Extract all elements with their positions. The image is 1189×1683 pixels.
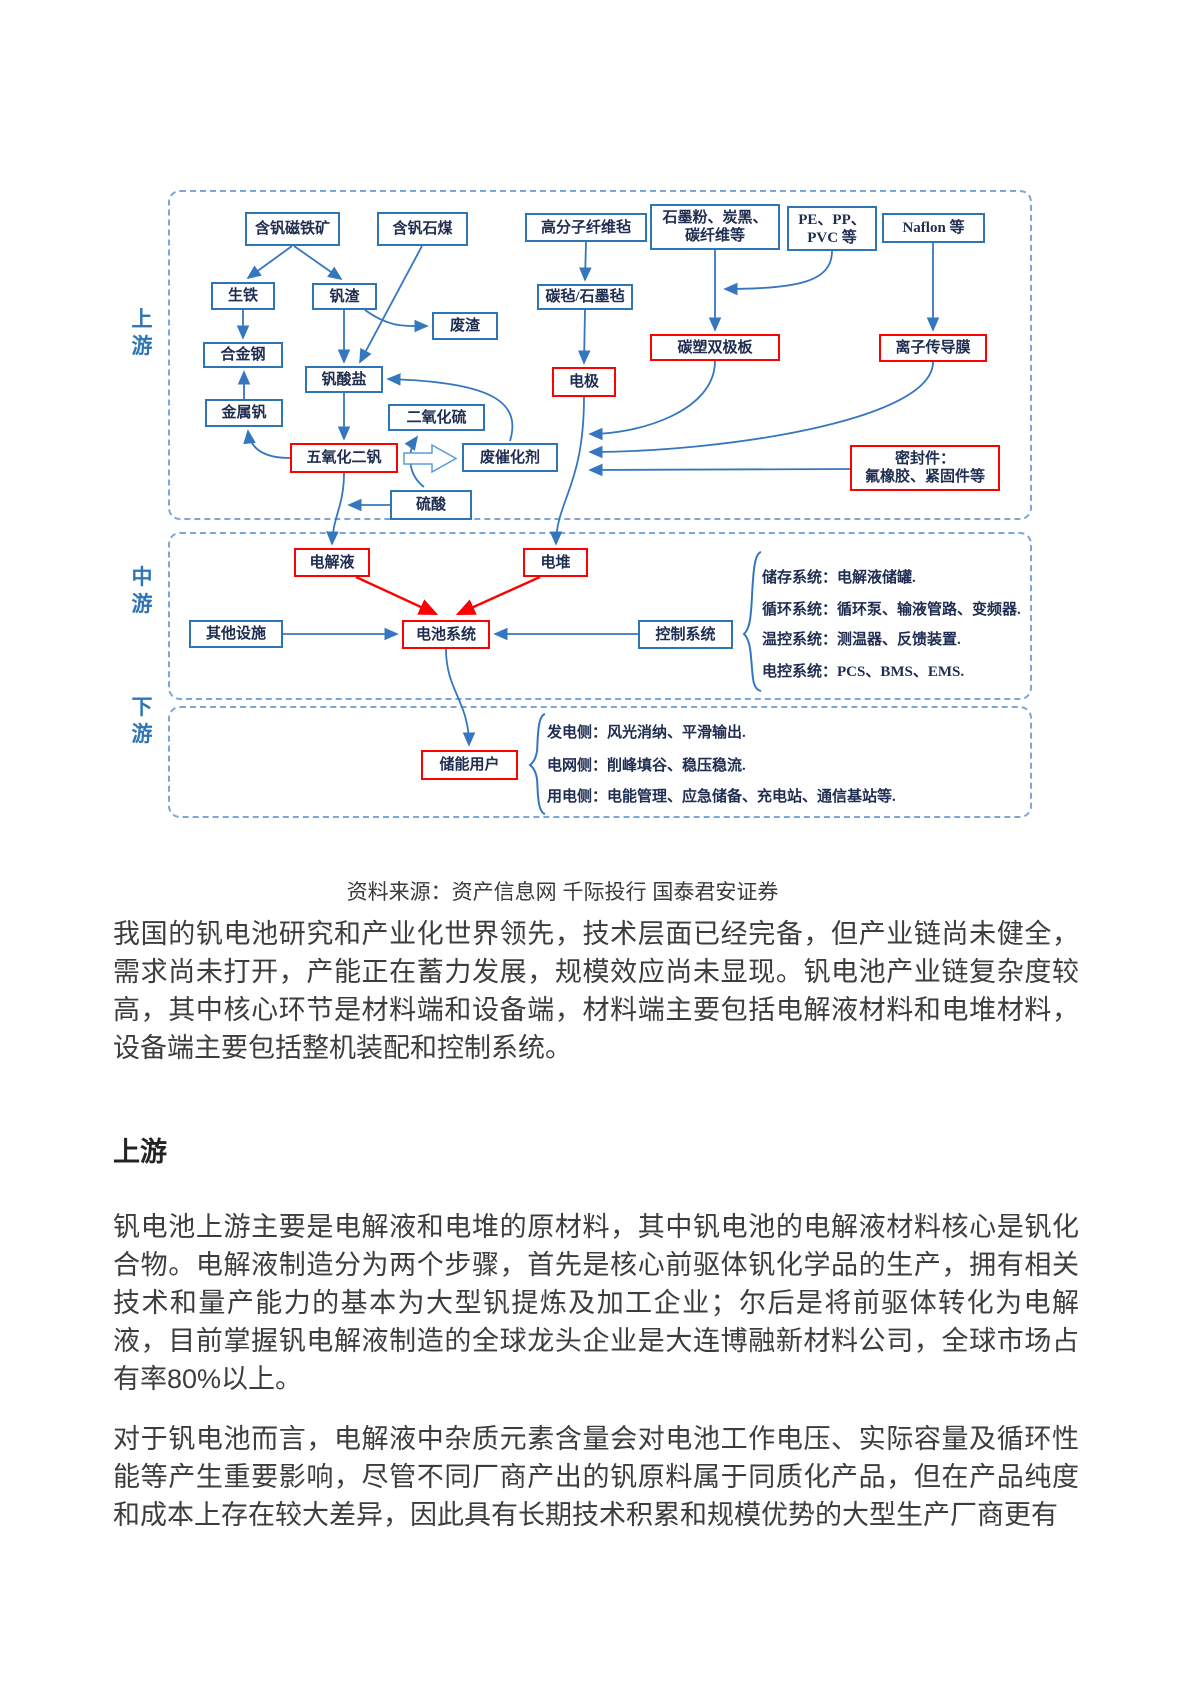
box-vanadium-slag: 钒渣 [312, 283, 377, 310]
box-sulfur-dioxide: 二氧化硫 [388, 404, 485, 431]
box-naflon: Naflon 等 [882, 213, 985, 243]
box-spent-catalyst: 废催化剂 [462, 443, 558, 472]
paragraph-upstream-materials: 钒电池上游主要是电解液和电堆的原材料，其中钒电池的电解液材料核心是钒化合物。电解… [113, 1212, 1079, 1394]
note-grid-side: 电网侧：削峰填谷、稳压稳流. [547, 758, 746, 774]
downstream-label: 下游 [131, 695, 153, 746]
box-pig-iron: 生铁 [211, 282, 275, 310]
midstream-brace [742, 551, 762, 692]
box-bipolar-plate: 碳塑双极板 [650, 334, 780, 361]
box-ion-membrane: 离子传导膜 [879, 334, 987, 362]
block-arrow-icon [403, 443, 458, 474]
connector-arrows [236, 241, 940, 815]
note-temperature-system: 温控系统：测温器、反馈装置. [762, 632, 961, 648]
box-electrolyte: 电解液 [294, 548, 370, 577]
box-other-facilities: 其他设施 [189, 620, 283, 648]
note-consumption-side: 用电侧：电能管理、应急储备、充电站、通信基站等. [547, 789, 896, 805]
note-circulation-system: 循环系统：循环泵、输液管路、变频器. [762, 602, 1021, 618]
box-vanadium-magnetite: 含钒磁铁矿 [245, 212, 340, 246]
box-waste-slag: 废渣 [432, 312, 498, 340]
box-alloy-steel: 合金钢 [203, 342, 283, 368]
heading-upstream: 上游 [113, 1137, 167, 1167]
box-graphite-carbon-black: 石墨粉、炭黑、 碳纤维等 [650, 204, 780, 250]
note-storage-system: 储存系统：电解液储罐. [762, 570, 916, 586]
source-caption: 资料来源：资产信息网 千际投行 国泰君安证券 [346, 881, 779, 904]
box-stack: 电堆 [523, 548, 588, 577]
industry-chain-diagram: 上游 中游 下游 含钒磁铁矿 含钒石煤 高分子纤维毡 石墨粉、炭黑、 碳纤维等 … [132, 186, 1040, 826]
box-electrode: 电极 [552, 367, 616, 397]
midstream-section-frame [168, 532, 1032, 700]
box-vanadium-stone-coal: 含钒石煤 [377, 212, 468, 246]
upstream-section-frame [168, 190, 1032, 520]
note-generation-side: 发电侧：风光消纳、平滑输出. [547, 725, 746, 741]
box-seals: 密封件： 氟橡胶、紧固件等 [850, 445, 1000, 491]
midstream-label: 中游 [131, 565, 153, 616]
box-control-system: 控制系统 [638, 620, 733, 649]
paragraph-overview: 我国的钒电池研究和产业化世界领先，技术层面已经完备，但产业链尚未健全，需求尚未打… [113, 919, 1079, 1063]
box-metal-vanadium: 金属钒 [205, 399, 283, 427]
box-carbon-felt: 碳毡/石墨毡 [537, 284, 633, 310]
downstream-section-frame [168, 706, 1032, 818]
note-electric-control-system: 电控系统：PCS、BMS、EMS. [762, 664, 965, 680]
box-pe-pp-pvc: PE、PP、 PVC 等 [787, 206, 877, 251]
box-vanadate: 钒酸盐 [305, 366, 383, 393]
box-battery-system: 电池系统 [402, 620, 490, 649]
downstream-brace [528, 713, 546, 815]
box-storage-users: 储能用户 [421, 750, 518, 780]
upstream-label: 上游 [131, 307, 153, 358]
box-v2o5: 五氧化二钒 [290, 443, 398, 473]
box-polymer-fiber-felt: 高分子纤维毡 [525, 213, 647, 242]
paragraph-electrolyte-quality: 对于钒电池而言，电解液中杂质元素含量会对电池工作电压、实际容量及循环性能等产生重… [113, 1424, 1079, 1530]
box-sulfuric-acid: 硫酸 [390, 490, 472, 520]
